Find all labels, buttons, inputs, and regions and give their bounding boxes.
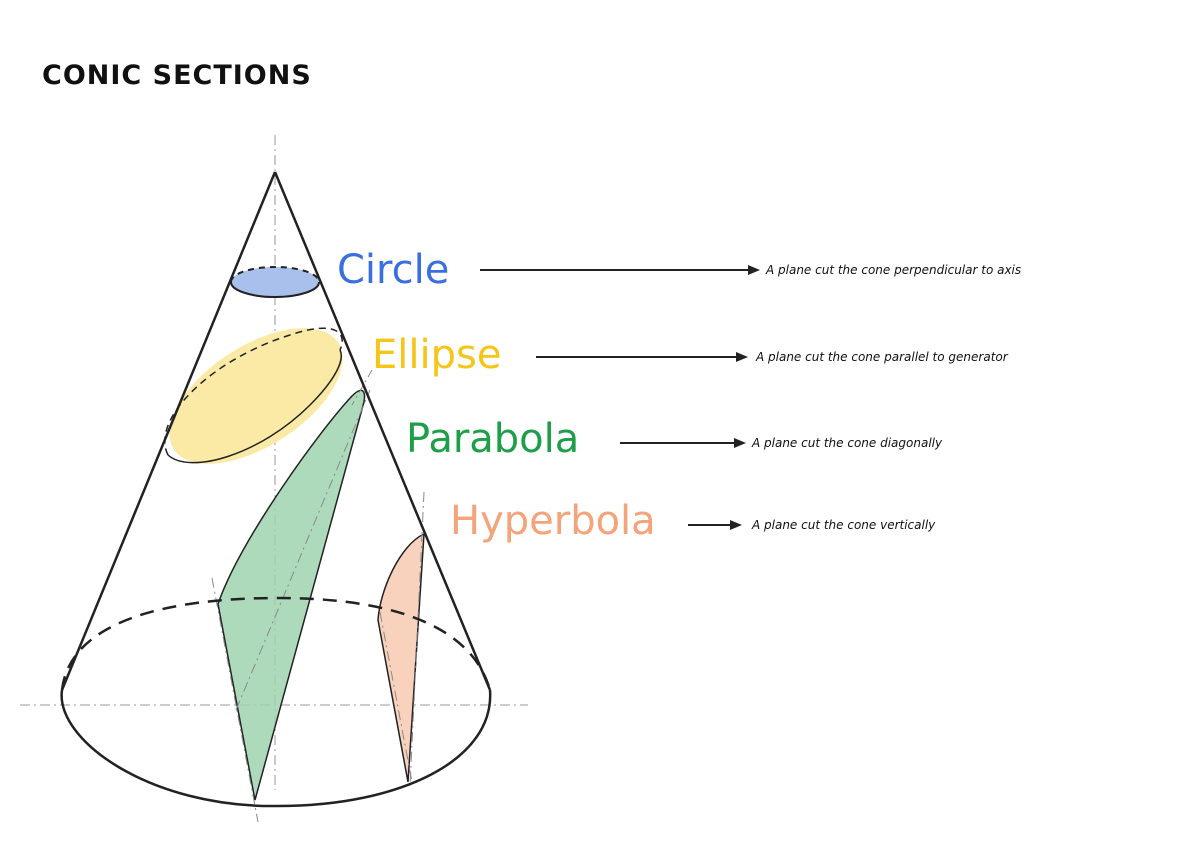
hyperbola-label: Hyperbola [450, 498, 656, 544]
parabola-construction-line [211, 577, 259, 823]
ellipse-label: Ellipse [372, 332, 502, 378]
cone-base-front [60, 689, 492, 808]
cone-base-back [60, 596, 492, 691]
circle-section-back [230, 266, 320, 283]
ellipse-section-front-edge [167, 349, 342, 464]
hyperbola-construction-line [409, 491, 425, 787]
diagram-title: CONIC SECTIONS [42, 60, 312, 91]
hyperbola-section [377, 532, 425, 783]
parabola-label: Parabola [406, 416, 580, 462]
ellipse-section-edge [164, 327, 343, 456]
parabola-construction-line-2 [235, 389, 371, 711]
parabola-description: A plane cut the cone diagonally [752, 436, 943, 450]
circle-label: Circle [337, 247, 450, 293]
parabola-section [217, 389, 366, 801]
cone-left-side [60, 171, 277, 691]
cone-right-side [273, 171, 492, 691]
ellipse-arrowhead [736, 352, 748, 362]
circle-description: A plane cut the cone perpendicular to ax… [766, 263, 1022, 277]
circle-arrowhead [748, 265, 760, 275]
circle-section [231, 267, 319, 297]
hyperbola-arrowhead [730, 520, 742, 530]
ellipse-construction-line [351, 369, 373, 406]
circle-section-front-edge [230, 281, 320, 298]
ellipse-description: A plane cut the cone parallel to generat… [756, 350, 1008, 364]
hyperbola-description: A plane cut the cone vertically [752, 518, 936, 532]
parabola-arrowhead [734, 438, 746, 448]
hyperbola-construction-line-2 [379, 611, 413, 783]
ellipse-section [169, 328, 343, 464]
